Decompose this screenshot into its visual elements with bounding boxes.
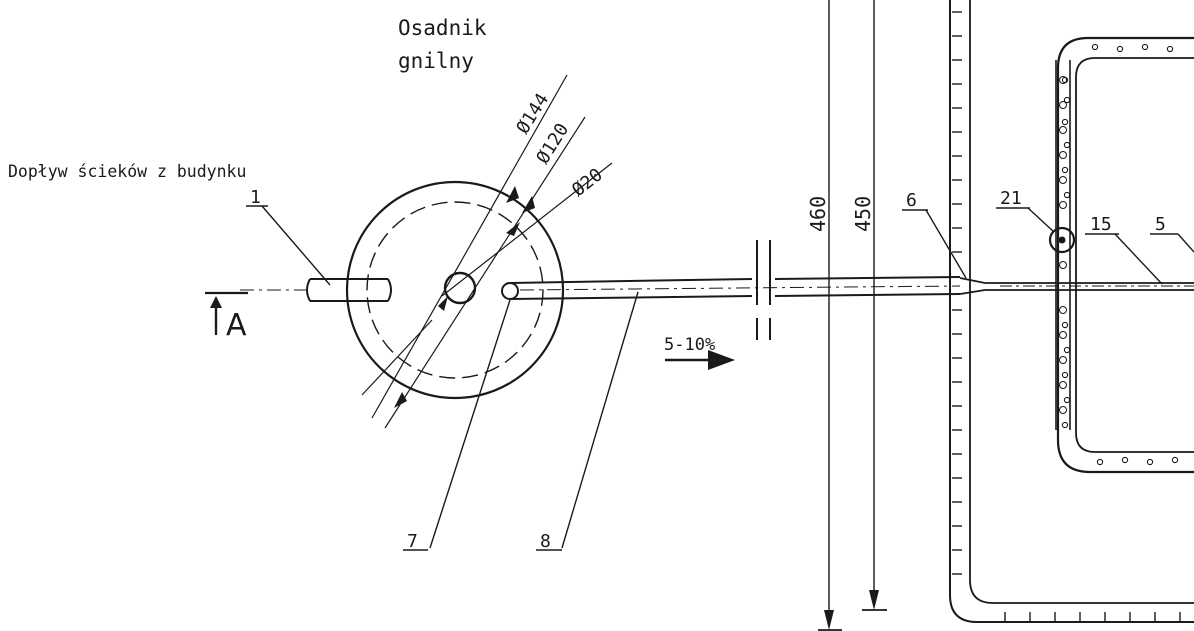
- callout-1-leader: [261, 205, 331, 286]
- callout-5-leader: [1177, 233, 1194, 253]
- callout-7: 7: [407, 531, 418, 552]
- building-wall: [949, 0, 1194, 623]
- inlet-pipe: [306, 278, 392, 302]
- perforated-pipe: [1048, 60, 1076, 430]
- section-label: A: [226, 308, 247, 343]
- dimension-460: [818, 0, 842, 631]
- flow-arrow-icon: [665, 350, 735, 370]
- title-gnilny: gnilny: [398, 49, 474, 73]
- inner-riser: [443, 271, 477, 305]
- dimension-450: [862, 0, 887, 611]
- callout-21-leader: [1027, 207, 1055, 233]
- callout-15-leader: [1114, 233, 1163, 285]
- callout-15: 15: [1090, 214, 1112, 235]
- callout-5: 5: [1155, 214, 1166, 235]
- dim-d144: Ø144: [512, 90, 553, 138]
- callout-7-leader: [429, 299, 511, 549]
- callout-1: 1: [250, 187, 261, 208]
- dim-460: 460: [806, 196, 830, 232]
- callout-6-leader: [925, 209, 967, 279]
- outlet-pipe: [501, 240, 961, 340]
- diameter-leaders: [361, 74, 613, 429]
- dim-d20: Ø20: [568, 164, 607, 201]
- inflow-label: Dopływ ścieków z budynku: [8, 162, 246, 181]
- callout-8: 8: [540, 531, 551, 552]
- dim-d120: Ø120: [532, 120, 573, 168]
- distribution-pipe: [959, 277, 1194, 295]
- dim-450: 450: [851, 196, 875, 232]
- section-marker: [205, 291, 248, 335]
- callout-8-leader: [561, 291, 639, 549]
- title-osadnik: Osadnik: [398, 16, 487, 40]
- callout-6: 6: [906, 190, 917, 211]
- callout-21: 21: [1000, 188, 1022, 209]
- vent-riser: [1048, 226, 1076, 254]
- drainage-bed: [1056, 36, 1194, 474]
- slope-label: 5-10%: [664, 335, 715, 355]
